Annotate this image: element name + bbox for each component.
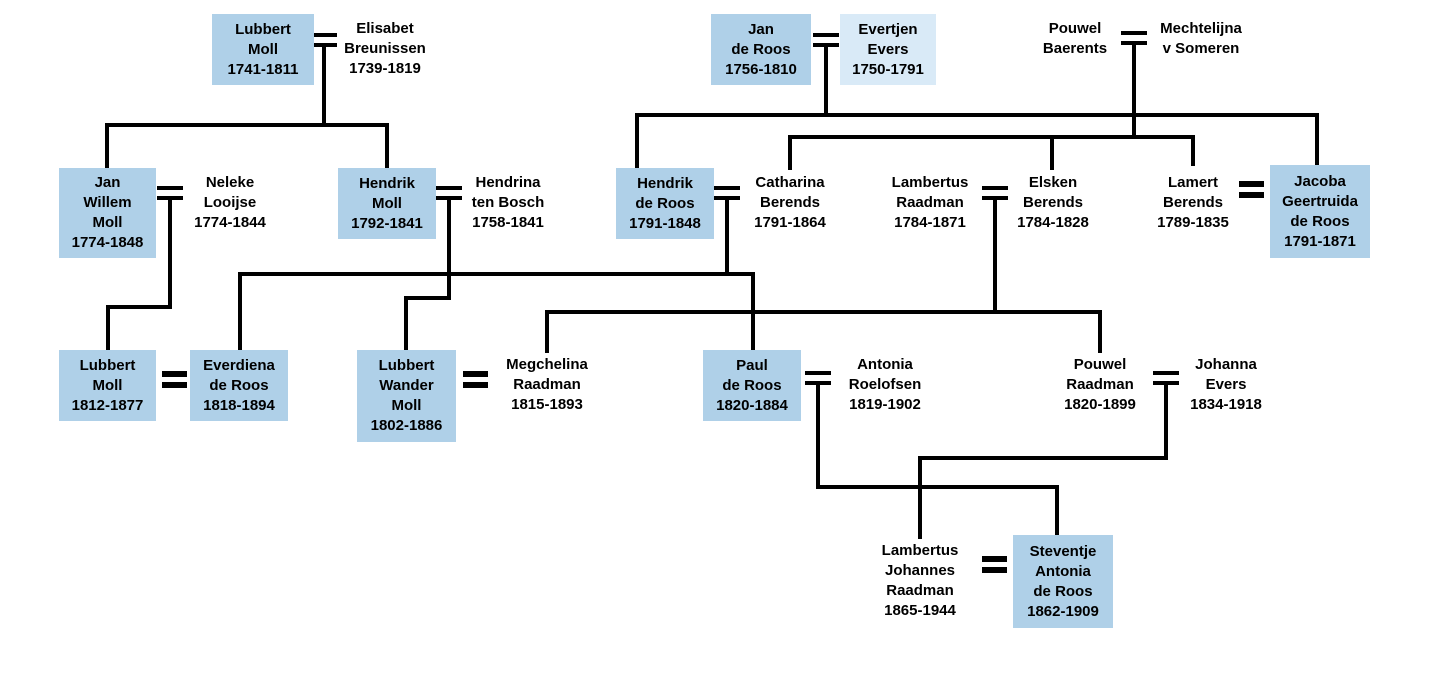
family-line-hendrikmoll-hendrina	[404, 199, 451, 350]
family-line-deroos-evers-bar	[635, 113, 1319, 168]
marriage-connector-hendrikderoos-catharina	[714, 186, 740, 200]
person-johanna-evers[interactable]: Johanna Evers 1834-1918	[1190, 356, 1262, 413]
marriage-connector-hendrikmoll-hendrina	[436, 186, 462, 200]
person-elsken-berends[interactable]: Elsken Berends 1784-1828	[1017, 174, 1089, 231]
family-line-lambertus-elsken-bar	[545, 310, 1102, 353]
marriage-connector-baerents-someren	[1121, 31, 1147, 45]
person-everdiena-de-roos[interactable]: Everdiena de Roos 1818-1894	[190, 350, 288, 421]
person-mechtelijna-v-someren[interactable]: Mechtelijna v Someren	[1160, 20, 1242, 57]
family-line-pouwel-johanna	[918, 385, 1168, 539]
person-elisabet-breunissen[interactable]: Elisabet Breunissen 1739-1819	[344, 20, 426, 77]
person-hendrik-de-roos[interactable]: Hendrik de Roos 1791-1848	[616, 168, 714, 239]
person-lambertus-johannes-raadman[interactable]: Lambertus Johannes Raadman 1865-1944	[881, 542, 959, 619]
person-antonia-roelofsen[interactable]: Antonia Roelofsen 1819-1902	[848, 356, 922, 413]
family-line-moll-breunissen-bar	[105, 123, 389, 168]
person-hendrina-ten-bosch[interactable]: Hendrina ten Bosch 1758-1841	[471, 174, 545, 231]
person-lambertus-raadman[interactable]: Lambertus Raadman 1784-1871	[891, 174, 969, 231]
family-line-janwillem-neleke	[106, 199, 172, 350]
person-evertjen-evers[interactable]: Evertjen Evers 1750-1791	[840, 14, 936, 85]
person-pouwel-raadman[interactable]: Pouwel Raadman 1820-1899	[1064, 356, 1136, 413]
family-line-paul-antonia	[816, 385, 1059, 535]
marriage-connector-lambertusjohannes-steventje	[982, 556, 1007, 573]
marriage-connector-lubbert1812-everdiena	[162, 371, 187, 388]
person-hendrik-moll[interactable]: Hendrik Moll 1792-1841	[338, 168, 436, 239]
person-lubbert-moll-1812[interactable]: Lubbert Moll 1812-1877	[59, 350, 156, 421]
marriage-connector-deroos-evers	[813, 33, 839, 47]
person-paul-de-roos[interactable]: Paul de Roos 1820-1884	[703, 350, 801, 421]
person-catharina-berends[interactable]: Catharina Berends 1791-1864	[754, 174, 826, 231]
person-neleke-looijse[interactable]: Neleke Looijse 1774-1844	[194, 174, 266, 231]
marriage-connector-lambertus-elsken	[982, 186, 1008, 200]
marriage-connector-lamert-jacoba	[1239, 181, 1264, 198]
person-pouwel-baerents[interactable]: Pouwel Baerents	[1042, 20, 1108, 57]
person-steventje-antonia-de-roos[interactable]: Steventje Antonia de Roos 1862-1909	[1013, 535, 1113, 628]
family-line-baerents-someren-bar	[788, 135, 1195, 170]
person-jan-willem-moll[interactable]: Jan Willem Moll 1774-1848	[59, 168, 156, 258]
marriage-connector-paul-antonia	[805, 371, 831, 385]
person-jan-de-roos[interactable]: Jan de Roos 1756-1810	[711, 14, 811, 85]
marriage-connector-janwillem-neleke	[157, 186, 183, 200]
marriage-connector-moll-breunissen	[311, 33, 337, 47]
marriage-connector-lubbertwander-megchelina	[463, 371, 488, 388]
person-jacoba-geertruida-de-roos[interactable]: Jacoba Geertruida de Roos 1791-1871	[1270, 165, 1370, 258]
person-lubbert-moll-1741[interactable]: Lubbert Moll 1741-1811	[212, 14, 314, 85]
person-lubbert-wander-moll[interactable]: Lubbert Wander Moll 1802-1886	[357, 350, 456, 442]
marriage-connector-pouwel-johanna	[1153, 371, 1179, 385]
person-lamert-berends[interactable]: Lamert Berends 1789-1835	[1157, 174, 1229, 231]
person-megchelina-raadman[interactable]: Megchelina Raadman 1815-1893	[506, 356, 588, 413]
